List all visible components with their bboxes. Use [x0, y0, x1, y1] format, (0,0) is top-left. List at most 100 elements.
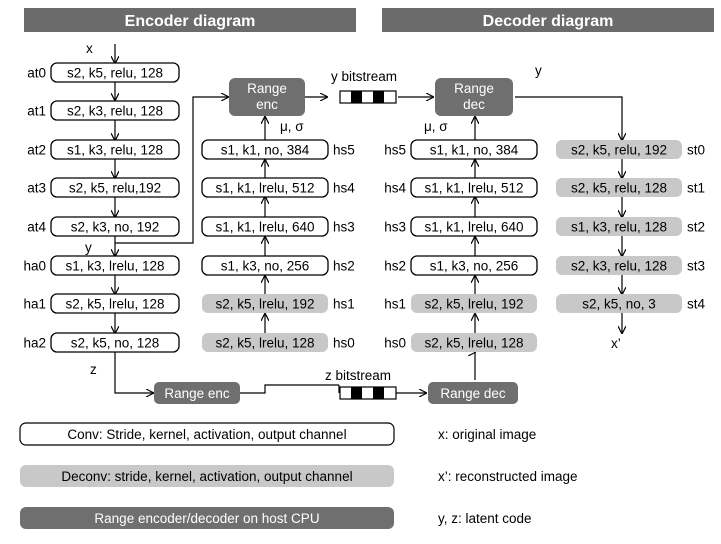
encoder-hyper-synthesis-hs5-label: hs5 [333, 143, 355, 158]
legend-conv-box [19, 422, 395, 446]
encoder-hyper-synthesis-hs0-box [202, 333, 328, 352]
legend-deconv-box [20, 465, 394, 487]
range-dec-top-line1: Range [454, 81, 494, 96]
decoder-hyper-synthesis-hs0-box [411, 333, 537, 352]
decoder-hyper-synthesis-hs3-text: s1, k1, lrelu, 640 [424, 220, 523, 235]
decoder-hyper-synthesis-hs1-text: s2, k5, lrelu, 192 [424, 297, 523, 312]
decoder-hyper-synthesis-hs2-label: hs2 [384, 259, 406, 274]
encoder-hyper-synthesis-layers: s1, k1, no, 384 hs5 s1, k1, lrelu, 512 hs4 s… [201, 139, 355, 352]
decoder-hyper-synthesis-hs5-label: hs5 [384, 143, 406, 158]
decoder-hyper-synthesis-hs3-label: hs3 [384, 220, 406, 235]
range-dec-top [435, 78, 513, 116]
y-bitstream-icon [339, 90, 397, 104]
z-bitstream-label: z bitstream [325, 368, 391, 383]
decoder-synthesis-st0-label: st0 [687, 143, 705, 158]
signal-x: x [86, 41, 93, 56]
decoder-synthesis-st2-text: s1, k3, relu, 128 [571, 220, 667, 235]
decoder-synthesis-st2-box [556, 217, 682, 236]
encoder-analysis-at0-text: s2, k5, relu, 128 [67, 66, 163, 81]
encoder-hyper-synthesis-hs4-text: s1, k1, lrelu, 512 [215, 181, 314, 196]
range-enc-bottom-label: Range enc [164, 386, 230, 401]
encoder-hyper-synthesis-hs5-text: s1, k1, no, 384 [221, 143, 310, 158]
encoder-analysis-ha2-box [50, 332, 180, 353]
encoder-analysis-at3-label: at3 [27, 181, 46, 196]
range-enc-top-line2: enc [256, 97, 278, 112]
encoder-hyper-synthesis-hs1-label: hs1 [333, 297, 355, 312]
decoder-synthesis-layers: s2, k5, relu, 192 st0 s2, k5, relu, 128 st1… [556, 140, 706, 313]
decoder-hyper-synthesis-hs2-text: s1, k3, no, 256 [430, 259, 519, 274]
z-bitstream-icon [339, 386, 397, 400]
decoder-hyper-synthesis-hs0-text: s2, k5, lrelu, 128 [424, 336, 523, 351]
legend-conv-label: Conv: Stride, kernel, activation, output… [67, 427, 346, 442]
signal-mu-sigma-encoder: μ, σ [280, 119, 304, 134]
encoder-analysis-ha1-text: s2, k5, lrelu, 128 [65, 297, 164, 312]
encoder-analysis-at2-text: s1, k3, relu, 128 [67, 143, 163, 158]
encoder-hyper-synthesis-hs3-label: hs3 [333, 220, 355, 235]
encoder-analysis-at4-box [50, 216, 180, 237]
encoder-analysis-at2-label: at2 [27, 143, 46, 158]
decoder-hyper-synthesis-hs5-box [410, 139, 538, 160]
decoder-hyper-synthesis-hs4-box [410, 177, 538, 198]
range-enc-top-line1: Range [247, 81, 287, 96]
encoder-hyper-synthesis-hs0-label: hs0 [333, 336, 355, 351]
signal-z: z [90, 362, 97, 377]
encoder-header [24, 8, 356, 32]
encoder-analysis-at0-label: at0 [27, 66, 46, 81]
encoder-analysis-at3-box [50, 177, 180, 198]
legend-deconv-label: Deconv: stride, kernel, activation, outp… [61, 469, 352, 484]
decoder-hyper-synthesis-hs4-text: s1, k1, lrelu, 512 [424, 181, 523, 196]
signal-y-encoder: y [85, 240, 92, 255]
encoder-hyper-synthesis-hs0-text: s2, k5, lrelu, 128 [215, 336, 314, 351]
decoder-hyper-synthesis-hs5-text: s1, k1, no, 384 [430, 143, 519, 158]
encoder-analysis-ha0-text: s1, k3, lrelu, 128 [65, 259, 164, 274]
encoder-analysis-ha2-label: ha2 [23, 336, 46, 351]
encoder-analysis-at1-box [50, 100, 180, 121]
encoder-hyper-synthesis-hs2-label: hs2 [333, 259, 355, 274]
legend-xhat-desc: x’: reconstructed image [438, 469, 578, 484]
encoder-analysis-at0-box [50, 62, 180, 83]
encoder-analysis-at1-text: s2, k3, relu, 128 [67, 104, 163, 119]
decoder-synthesis-st4-label: st4 [687, 297, 706, 312]
signal-y-decoder: y [535, 63, 542, 78]
decoder-synthesis-st3-text: s2, k3, relu, 128 [571, 259, 667, 274]
decoder-hyper-synthesis-hs3-box [410, 216, 538, 237]
encoder-hyper-synthesis-hs3-box [201, 216, 329, 237]
decoder-synthesis-st4-box [556, 294, 682, 313]
encoder-analysis-at1-label: at1 [27, 104, 46, 119]
encoder-hyper-synthesis-hs2-text: s1, k3, no, 256 [221, 259, 310, 274]
decoder-hyper-synthesis-hs2-box [410, 255, 538, 276]
connections [115, 44, 622, 393]
range-dec-bottom-label: Range dec [440, 386, 506, 401]
decoder-synthesis-st1-label: st1 [687, 181, 705, 196]
encoder-header-title: Encoder diagram [125, 13, 256, 30]
decoder-synthesis-st1-text: s2, k5, relu, 128 [571, 181, 667, 196]
range-enc-top [229, 78, 305, 116]
encoder-hyper-synthesis-hs1-text: s2, k5, lrelu, 192 [215, 297, 314, 312]
y-bitstream-label: y bitstream [331, 69, 397, 84]
legend-latent-desc: y, z: latent code [438, 511, 532, 526]
decoder-hyper-synthesis-hs0-label: hs0 [384, 336, 406, 351]
encoder-analysis-at2-box [50, 139, 180, 160]
decoder-header [382, 8, 714, 32]
decoder-header-title: Decoder diagram [483, 13, 614, 30]
signal-x-hat: x’ [611, 336, 621, 351]
decoder-synthesis-st1-box [556, 178, 682, 197]
encoder-analysis-at3-text: s2, k5, relu,192 [69, 181, 161, 196]
encoder-hyper-synthesis-hs5-box [201, 139, 329, 160]
decoder-hyper-synthesis-hs1-label: hs1 [384, 297, 406, 312]
range-dec-bottom [428, 382, 518, 404]
encoder-analysis-ha1-box [50, 293, 180, 314]
range-enc-bottom [154, 382, 240, 404]
encoder-analysis-layers: s2, k5, relu, 128 at0 s2, k3, relu, 128 at1… [23, 62, 180, 353]
decoder-synthesis-st3-label: st3 [687, 259, 705, 274]
encoder-analysis-ha2-text: s2, k5, no, 128 [71, 336, 160, 351]
encoder-analysis-ha0-label: ha0 [23, 259, 46, 274]
decoder-hyper-synthesis-hs1-box [411, 294, 537, 313]
decoder-synthesis-st0-text: s2, k5, relu, 192 [571, 143, 667, 158]
legend-range-label: Range encoder/decoder on host CPU [94, 511, 319, 526]
encoder-hyper-synthesis-hs2-box [201, 255, 329, 276]
decoder-synthesis-st4-text: s2, k5, no, 3 [582, 297, 656, 312]
encoder-hyper-synthesis-hs4-label: hs4 [333, 181, 355, 196]
